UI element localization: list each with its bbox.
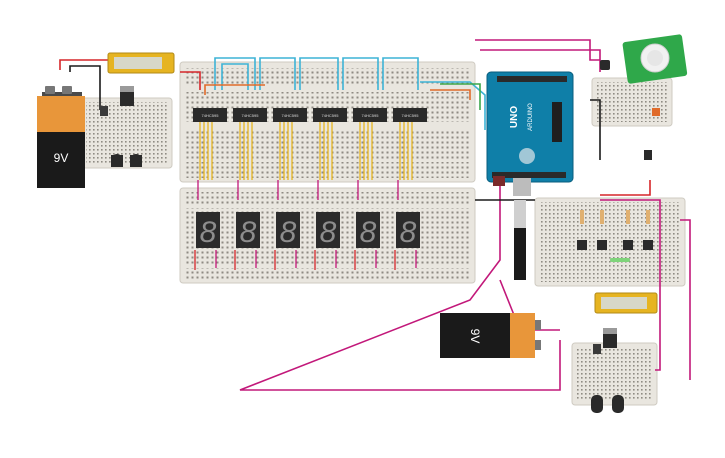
- shift-register-5: 74HC595: [353, 108, 387, 122]
- shift-register-3: 74HC595: [273, 108, 307, 122]
- svg-text:74HC595: 74HC595: [202, 113, 220, 118]
- battery-right: 9V: [440, 313, 541, 358]
- pir-motion-sensor: [622, 34, 688, 84]
- capacitors-right: [591, 344, 624, 413]
- shift-register-6: 74HC595: [393, 108, 427, 122]
- lcd-module-right: [594, 292, 658, 314]
- battery-left: 9V: [37, 86, 85, 188]
- svg-text:8: 8: [240, 216, 257, 249]
- capacitors-left: [100, 106, 142, 167]
- arduino-uno-board: UNO ARDUINO: [486, 71, 574, 183]
- shift-register-1: 74HC595: [193, 108, 227, 122]
- voltage-regulator-right: [603, 328, 617, 348]
- battery-left-label: 9V: [54, 151, 69, 165]
- svg-text:74HC595: 74HC595: [402, 113, 420, 118]
- seven-segment-displays: 8 8 8 8 8 8: [196, 212, 420, 249]
- svg-text:8: 8: [400, 216, 417, 249]
- resistors: [580, 210, 650, 262]
- svg-text:8: 8: [280, 216, 297, 249]
- display-6: 8: [396, 212, 420, 249]
- bottom-right-breadboard: [571, 342, 658, 406]
- svg-text:74HC595: 74HC595: [282, 113, 300, 118]
- shift-register-2: 74HC595: [233, 108, 267, 122]
- button-breadboard: [534, 197, 686, 287]
- arduino-connectors: [493, 176, 531, 280]
- lcd-module-left: [107, 52, 175, 74]
- display-1: 8: [196, 212, 220, 249]
- left-breadboard: [81, 97, 173, 169]
- display-4: 8: [316, 212, 340, 249]
- svg-text:8: 8: [320, 216, 337, 249]
- svg-text:74HC595: 74HC595: [242, 113, 260, 118]
- shift-register-row: 74HC595 74HC595 74HC595 74HC595 74HC595 …: [193, 108, 427, 122]
- display-3: 8: [276, 212, 300, 249]
- voltage-regulator-left: [120, 86, 134, 106]
- display-2: 8: [236, 212, 260, 249]
- sensor-breadboard: [591, 77, 673, 127]
- display-wire-bundles: [194, 122, 417, 270]
- svg-text:8: 8: [200, 216, 217, 249]
- sensor-components: [600, 60, 660, 160]
- arduino-brand: UNO: [509, 106, 520, 128]
- shift-register-4: 74HC595: [313, 108, 347, 122]
- svg-text:8: 8: [360, 216, 377, 249]
- battery-right-label: 9V: [468, 329, 482, 344]
- arduino-logo: ARDUINO: [528, 103, 534, 131]
- pushbuttons: [577, 240, 653, 250]
- svg-text:74HC595: 74HC595: [362, 113, 380, 118]
- display-5: 8: [356, 212, 380, 249]
- svg-text:74HC595: 74HC595: [322, 113, 340, 118]
